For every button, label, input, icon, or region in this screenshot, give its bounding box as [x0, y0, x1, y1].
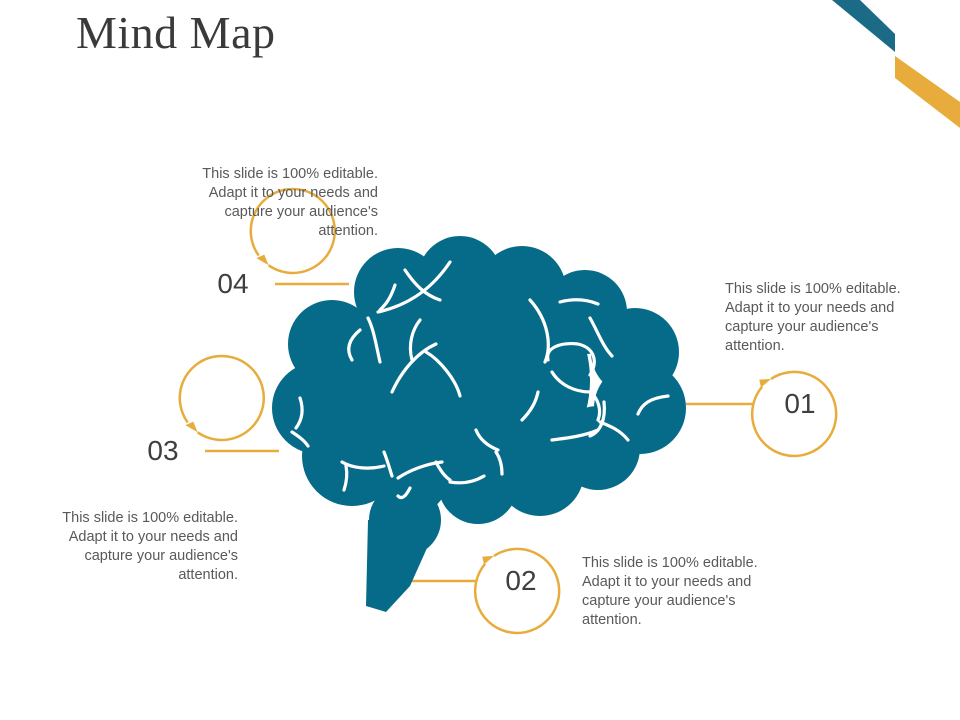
brain-icon	[272, 236, 686, 612]
item-text-02: This slide is 100% editable. Adapt it to…	[582, 555, 758, 628]
item-number-01: 01	[784, 388, 816, 419]
circle-node-01	[750, 370, 838, 458]
item-number-04: 04	[217, 268, 249, 299]
item-number-03: 03	[147, 435, 179, 466]
circle-node-02	[473, 547, 561, 635]
circle-node-04	[249, 187, 337, 275]
corner-stripe-teal	[832, 0, 895, 52]
slide-title: Mind Map	[76, 7, 276, 58]
corner-decoration	[832, 0, 960, 128]
item-number-02: 02	[505, 565, 537, 596]
circle-node-03	[178, 354, 266, 442]
item-text-03: This slide is 100% editable. Adapt it to…	[62, 510, 238, 583]
item-text-01: This slide is 100% editable. Adapt it to…	[725, 281, 901, 354]
corner-stripe-gold	[895, 56, 960, 128]
item-text-04: This slide is 100% editable. Adapt it to…	[202, 166, 378, 239]
